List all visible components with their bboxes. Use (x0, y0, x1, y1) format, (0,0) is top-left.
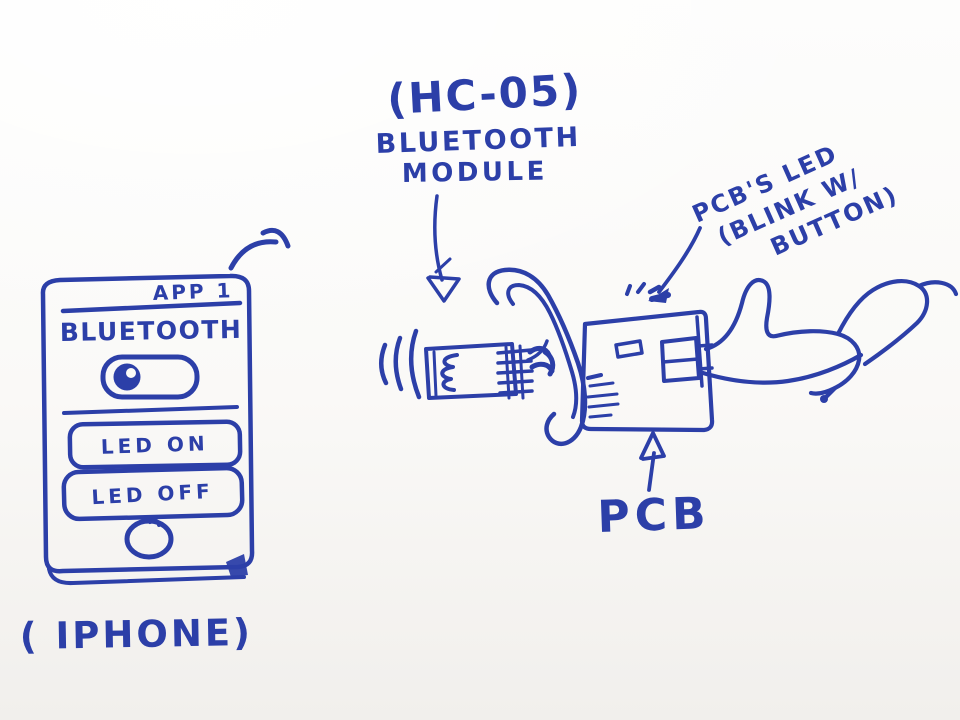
led-on-button: LED ON (67, 419, 243, 470)
pin (498, 389, 534, 395)
pcb-connector (660, 336, 714, 383)
arrow-shaft (432, 194, 444, 282)
radio-arc (393, 335, 404, 392)
hatch-line (586, 373, 603, 380)
arrow-to-pcb (639, 431, 666, 492)
module-label-line1: (HC-05) (386, 65, 584, 124)
toggle-knob (113, 363, 141, 391)
pcb-sketch (579, 282, 715, 433)
led-off-label: LED OFF (91, 479, 214, 509)
wire (916, 280, 959, 297)
ribbon-cable (486, 267, 588, 447)
signal-arc (228, 239, 279, 271)
wire-end-dot (820, 395, 828, 403)
pcb-pin-hatch (586, 373, 620, 419)
signal-arc (260, 227, 291, 249)
bluetooth-label: BLUETOOTH (60, 315, 243, 347)
bluetooth-toggle (100, 354, 200, 400)
wire (773, 329, 862, 396)
toggle-knob-highlight (126, 368, 136, 378)
arrowhead (648, 288, 669, 303)
radio-arc (379, 342, 389, 386)
module-inner-edge (432, 350, 438, 398)
cable-inner (506, 283, 579, 419)
hatch-line (586, 392, 619, 399)
app-title: APP 1 (152, 278, 233, 305)
bluetooth-module-annotation: (HC-05) BLUETOOTH MODULE (375, 65, 584, 303)
led-off-button-outline (61, 465, 245, 522)
home-button-circle (124, 518, 174, 560)
module-body (424, 342, 518, 400)
arrowhead (426, 275, 461, 303)
arrowhead (639, 431, 666, 461)
wifi-signal-icon (228, 227, 291, 271)
pcb-led (614, 339, 644, 359)
module-label-line2: BLUETOOTH (375, 122, 581, 160)
pcb-label-annotation: PCB (597, 431, 712, 543)
pin-header (496, 344, 534, 400)
pen-stray-mark (434, 257, 452, 274)
cable-stub (526, 339, 549, 362)
arrow-to-pcb-led (648, 226, 702, 303)
connector-divider (661, 357, 700, 364)
pin (496, 348, 533, 355)
led-on-button-outline (67, 419, 243, 470)
phone-caption: ( IPHONE) (19, 611, 253, 658)
hatch-line (588, 381, 615, 388)
pin (497, 379, 534, 385)
phone-sketch: APP 1 BLUETOOTH LED ON LED OFF ( IPHONE) (19, 227, 291, 658)
home-button-icon (124, 518, 174, 560)
sparkle (625, 284, 632, 296)
module-label-line3: MODULE (402, 156, 549, 189)
radio-waves-icon (379, 328, 422, 400)
pen-overlap-tick (148, 518, 161, 527)
antenna-icon (440, 353, 459, 392)
wire (835, 279, 930, 367)
hatch-line (587, 402, 620, 409)
radio-arc (408, 328, 422, 400)
led-on-label: LED ON (101, 431, 209, 459)
wire (703, 278, 779, 352)
header-underline (60, 300, 243, 314)
arrow-to-module (426, 194, 461, 303)
divider-line (62, 405, 239, 415)
led-off-button: LED OFF (61, 465, 245, 522)
connector-stub (696, 343, 714, 348)
wires-sketch (700, 278, 959, 403)
toggle-track (100, 354, 200, 400)
connector-outline (660, 336, 701, 383)
arrow-shaft (657, 226, 702, 294)
sparkle (636, 282, 646, 294)
sparkle (647, 284, 662, 295)
pin (496, 369, 534, 375)
pcb-inner-trace (695, 315, 704, 388)
hatch-line (588, 413, 613, 419)
pin (496, 359, 533, 365)
wire (700, 352, 864, 385)
scribble (542, 349, 556, 377)
pcb-led-annotation: PCB'S LED (BLINK W/ BUTTON) (648, 139, 902, 303)
pcb-outline (579, 309, 715, 433)
scribble (529, 361, 555, 374)
phone-bottom-edge (47, 567, 246, 586)
cable-outer (486, 267, 588, 447)
hc05-module-sketch (379, 267, 588, 447)
pcb-label: PCB (597, 488, 712, 543)
connector-stub (697, 366, 714, 371)
ink-blotch (226, 554, 248, 577)
